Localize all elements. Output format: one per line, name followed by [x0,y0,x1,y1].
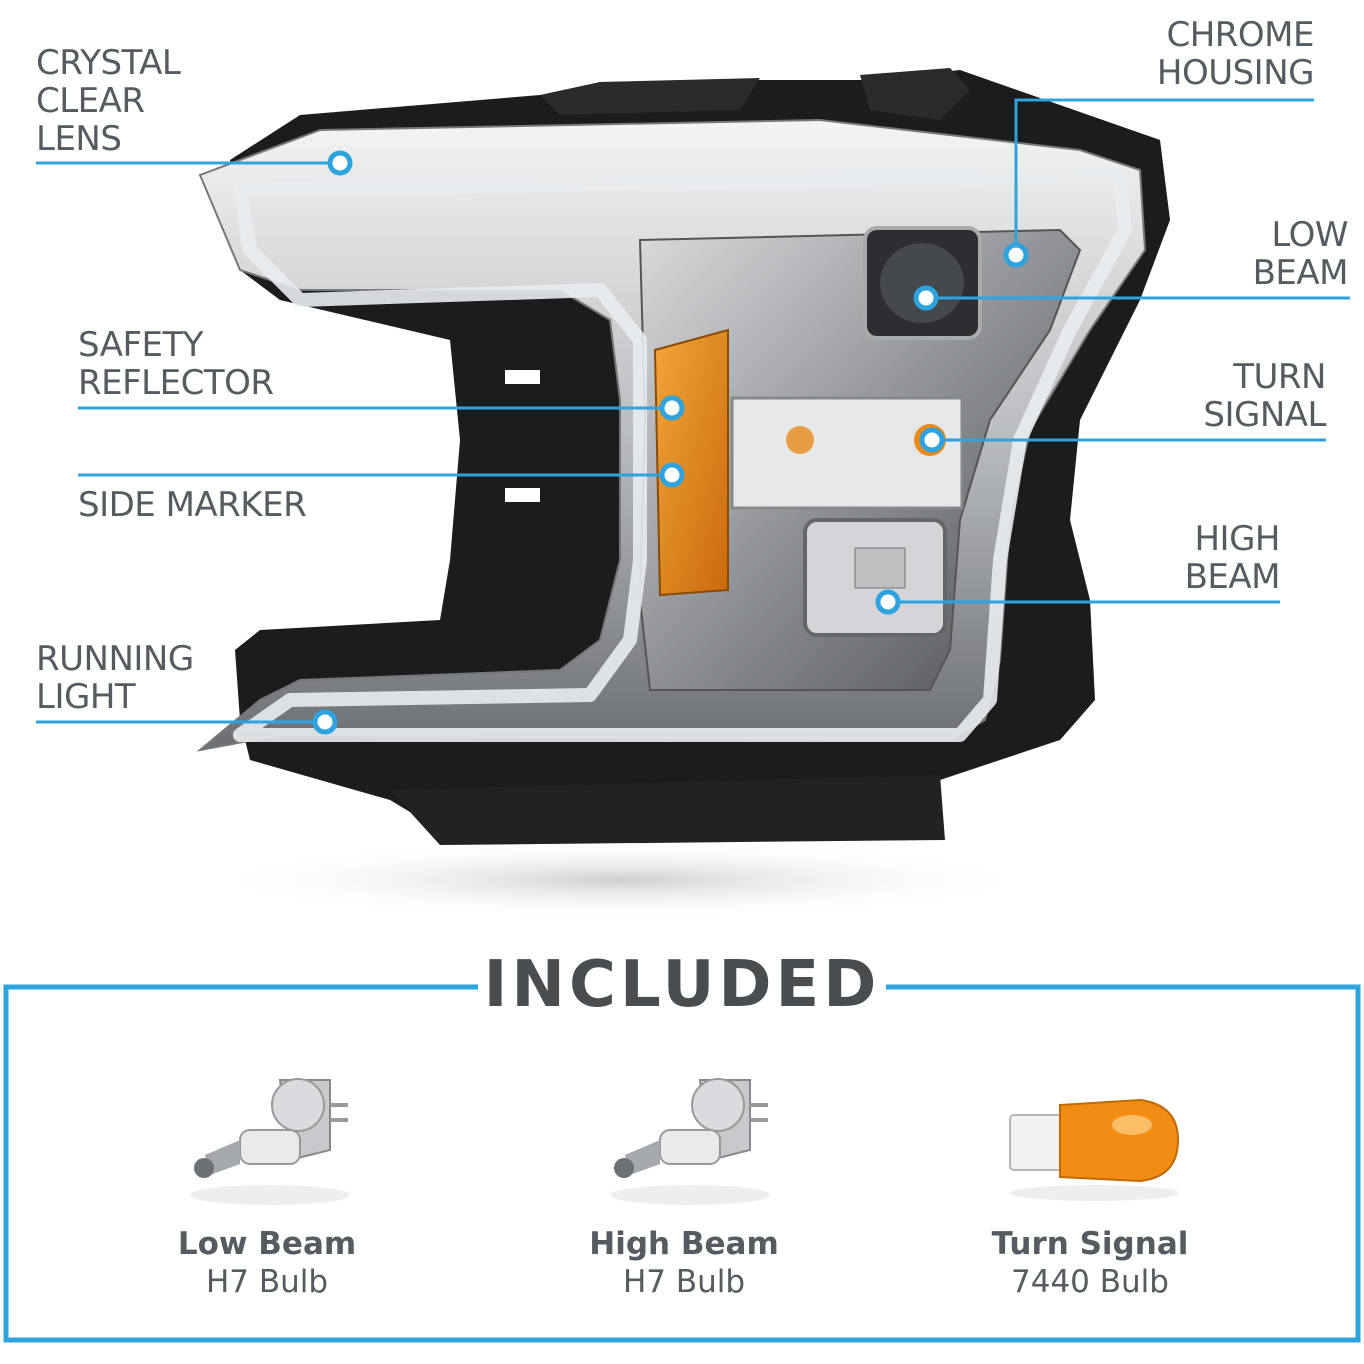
lower-mount [390,775,945,845]
label-side-marker: SIDE MARKER [78,485,307,525]
label-crystal-clear-lens: CRYSTAL CLEAR LENS [36,43,181,159]
7440-amber-bulb-icon [1009,1098,1180,1201]
callout-lines [36,98,1350,724]
leader-chrome-housing [1014,98,1314,255]
label-chrome-housing: CHROME HOUSING [1156,15,1315,93]
dot-crystal-clear-lens [327,150,353,176]
label-safety-reflector: SAFETY REFLECTOR [78,325,274,403]
callout-dots [312,150,1029,735]
dot-low-beam [913,285,939,311]
label-low-beam: LOW BEAM [1252,215,1349,293]
label-turn-signal: TURN SIGNAL [1203,357,1326,435]
mount-tab-left [540,78,760,115]
bulb-type-turn-signal: 7440 Bulb [1011,1264,1169,1300]
dot-turn-signal [919,427,945,453]
label-high-beam: HIGH BEAM [1184,519,1281,597]
h7-bulb-icon [190,1078,350,1205]
floor-shadow [200,840,1040,920]
included-title: INCLUDED [483,948,881,1022]
bulb-type-high-beam: H7 Bulb [622,1264,746,1300]
bracket-slot-2 [505,488,540,502]
bulb-type-low-beam: H7 Bulb [205,1264,329,1300]
dot-side-marker [659,462,685,488]
mount-tab-right [860,68,970,120]
bulb-name-turn-signal: Turn Signal [991,1226,1189,1262]
headlight-illustration [36,68,1350,920]
bulb-name-low-beam: Low Beam [177,1226,357,1262]
bulb-name-high-beam: High Beam [589,1226,779,1262]
dot-running-light [312,709,338,735]
dot-safety-reflector [659,395,685,421]
bracket-slot-1 [505,370,540,384]
dot-high-beam [875,589,901,615]
label-running-light: RUNNING LIGHT [36,639,194,717]
h7-bulb-icon [610,1078,770,1205]
dot-chrome-housing [1003,242,1029,268]
amber-side-marker [653,328,729,597]
running-light-bar [233,168,1132,742]
